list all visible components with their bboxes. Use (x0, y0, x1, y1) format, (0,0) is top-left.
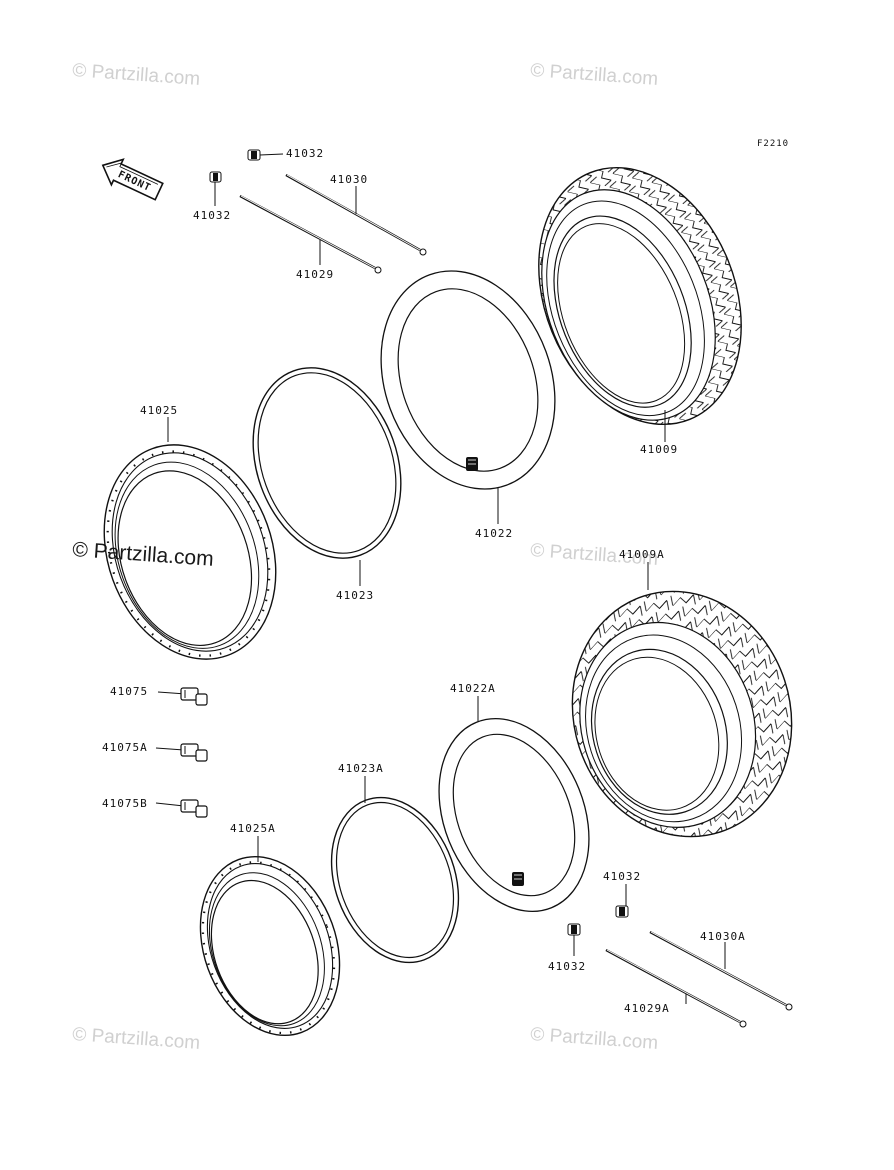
label-41032-br1: 41032 (603, 870, 641, 883)
watermark-top-right: © Partzilla.com (530, 60, 659, 90)
rim-41025 (103, 444, 277, 660)
valve-cap-41032-left (209, 171, 222, 206)
valve-stem-41029A (605, 948, 747, 1028)
tube-41022A (438, 717, 590, 913)
balance-weight-41075B (155, 799, 208, 818)
tire-41009 (538, 166, 742, 426)
label-41023: 41023 (336, 589, 374, 602)
label-41022: 41022 (475, 527, 513, 540)
label-41029: 41029 (296, 268, 334, 281)
valve-stem-41030A (649, 930, 793, 1011)
rim-band-41023 (252, 367, 402, 559)
tube-valve-41022 (466, 457, 478, 471)
watermark-bottom-left: © Partzilla.com (72, 1024, 201, 1054)
label-41022A: 41022A (450, 682, 496, 695)
label-41032-br2: 41032 (548, 960, 586, 973)
tire-41009A (571, 590, 793, 838)
label-41030A: 41030A (700, 930, 746, 943)
label-41029A: 41029A (624, 1002, 670, 1015)
label-41009: 41009 (640, 443, 678, 456)
valve-cap-41032-top (247, 149, 284, 161)
label-41032-top: 41032 (286, 147, 324, 160)
tube-41022 (380, 270, 556, 490)
label-41032-left: 41032 (193, 209, 231, 222)
valve-cap-41032-br1 (615, 884, 629, 918)
front-arrow-icon: FRONT (101, 158, 164, 201)
label-41023A: 41023A (338, 762, 384, 775)
balance-weight-41075A (155, 743, 208, 762)
valve-stem-41029 (239, 194, 382, 274)
valve-cap-41032-br2 (567, 923, 581, 956)
label-41030: 41030 (330, 173, 368, 186)
tube-valve-41022A (512, 872, 524, 886)
watermark-top-left: © Partzilla.com (72, 60, 201, 90)
label-41025A: 41025A (230, 822, 276, 835)
label-41075B: 41075B (102, 797, 148, 810)
label-41075A: 41075A (102, 741, 148, 754)
rim-band-41023A (330, 796, 460, 964)
rim-41025A (199, 855, 341, 1037)
watermark-dark: © Partzilla.com (72, 538, 215, 571)
watermark-bottom-right: © Partzilla.com (530, 1024, 659, 1054)
label-41075: 41075 (110, 685, 148, 698)
figure-code: F2210 (757, 139, 789, 149)
label-41025: 41025 (140, 404, 178, 417)
valve-stem-41030 (285, 173, 427, 256)
label-41009A: 41009A (619, 548, 665, 561)
balance-weight-41075 (157, 687, 208, 706)
